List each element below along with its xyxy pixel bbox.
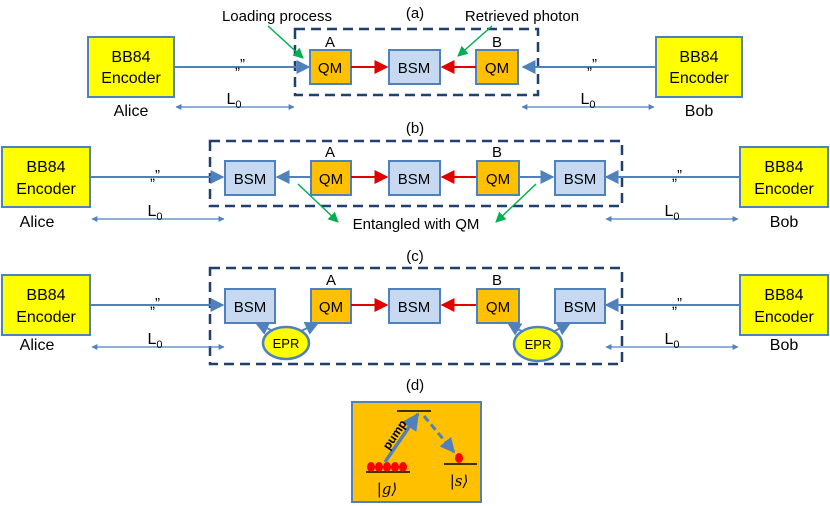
pump-arrow [383,412,420,463]
alice-encoder-line2: Encoder [16,181,76,198]
entangled-arrow-right [495,183,537,223]
alice-label: Alice [20,214,55,231]
photon-mark-left: „” [150,295,160,312]
qm-b-label: QM [485,60,509,77]
bsm-center-label: BSM [398,171,431,188]
qm-a [310,160,352,196]
distance-label-left: L0 [226,91,241,111]
bsm-center [388,49,441,85]
panel-d: (d) pump |g⟩ |s⟩ [351,377,482,503]
epr-source-left [261,325,311,361]
distance-label-right: L0 [664,203,679,223]
bsm-center-label: BSM [398,60,431,77]
epr-right-to-qm [506,322,524,336]
photon-mark-left: „” [150,167,160,184]
node-a-label: A [326,272,336,289]
qm-a-label: QM [319,171,343,188]
bsm-center [388,160,441,196]
qm-b-label: QM [486,171,510,188]
bsm-center-label: BSM [398,299,431,316]
bob-encoder [739,274,829,336]
bob-label: Bob [770,337,799,354]
atom-stored [455,453,463,463]
distance-label-left: L0 [147,331,162,351]
loading-process-label: Loading process [222,8,332,25]
alice-encoder [1,274,91,336]
node-b-label: B [492,144,502,161]
bob-encoder [655,36,743,98]
bob-encoder [739,146,829,208]
photon-mark-right: „” [672,167,682,184]
panel-c: (c) BB84 Encoder Alice BB84 Encoder Bob … [1,248,829,366]
bsm-left-label: BSM [234,299,267,316]
node-b-label: B [492,34,502,51]
bsm-right [554,288,606,324]
ket-g-label: |g⟩ [377,480,398,498]
panel-a: (a) BB84 Encoder Alice BB84 Encoder Bob … [87,5,743,120]
distance-label-left: L0 [147,203,162,223]
panel-b: (b) BB84 Encoder Alice BB84 Encoder Bob … [1,120,829,233]
panel-label-d: (d) [406,377,424,394]
photon-mark-right: „” [672,295,682,312]
epr-right-to-bsm [552,322,572,336]
alice-encoder-line2: Encoder [16,309,76,326]
panel-label-a: (a) [406,5,424,22]
node-frame-a [293,27,540,97]
bob-encoder-line2: Encoder [754,309,814,326]
epr-left-to-bsm [254,322,274,335]
distance-label-right: L0 [580,91,595,111]
alice-encoder-line2: Encoder [101,70,161,87]
panel-label-c: (c) [406,248,424,265]
bob-encoder-line1: BB84 [764,159,803,176]
alice-label: Alice [114,103,149,120]
bsm-right-label: BSM [564,171,597,188]
node-b-label: B [492,272,502,289]
node-a-label: A [325,34,335,51]
entangled-arrow-left [297,183,339,223]
bsm-right-label: BSM [564,299,597,316]
bob-encoder-line1: BB84 [764,287,803,304]
qm-b-label: QM [486,299,510,316]
alice-encoder [87,36,175,98]
bob-encoder-line2: Encoder [669,70,729,87]
bob-encoder-line2: Encoder [754,181,814,198]
loading-arrow [267,25,304,59]
node-frame-c [208,266,624,366]
node-frame-b [208,139,624,208]
qm-a [310,288,352,324]
bob-encoder-line1: BB84 [679,49,718,66]
photon-mark-left: „” [235,56,245,73]
bob-label: Bob [770,214,799,231]
bsm-left-label: BSM [234,171,267,188]
bsm-right [554,160,606,196]
epr-left-to-qm [300,322,320,335]
bsm-left [224,160,276,196]
photon-mark-right: „” [587,56,597,73]
qm-a-label: QM [318,60,342,77]
retrieved-arrow [457,25,493,57]
bob-label: Bob [685,103,714,120]
epr-right-label: EPR [525,337,552,352]
bsm-center [388,288,441,324]
qm-a [309,49,352,85]
alice-encoder-line1: BB84 [111,49,150,66]
ket-s-label: |s⟩ [450,472,469,490]
qm-a-label: QM [319,299,343,316]
emission-arrow [422,415,456,454]
atom-population [367,462,407,472]
bsm-left [224,288,276,324]
entangled-label: Entangled with QM [353,216,480,233]
epr-source-right [512,325,564,363]
epr-left-label: EPR [273,336,300,351]
alice-label: Alice [20,337,55,354]
alice-encoder-line1: BB84 [26,287,65,304]
distance-label-right: L0 [664,331,679,351]
node-a-label: A [325,144,335,161]
qm-b [476,288,520,324]
panel-label-b: (b) [406,120,424,137]
retrieved-photon-label: Retrieved photon [465,8,579,25]
alice-encoder [1,146,91,208]
alice-encoder-line1: BB84 [26,159,65,176]
